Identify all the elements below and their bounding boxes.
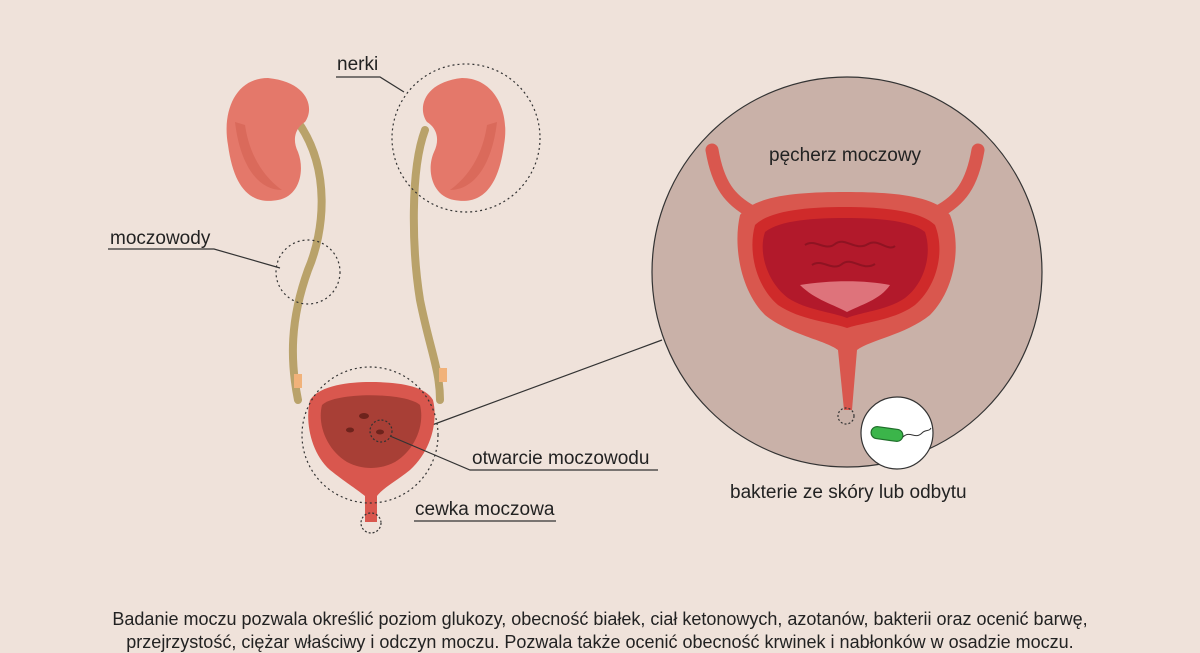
right-kidney bbox=[422, 78, 506, 201]
zoom-bladder-left-ureter bbox=[705, 143, 759, 219]
bacteria-label: bakterie ze skóry lub odbytu bbox=[730, 482, 967, 503]
opening-callout-circle bbox=[369, 419, 393, 443]
ureters-label: moczowody bbox=[110, 228, 211, 249]
zoom-bladder-folds bbox=[804, 240, 896, 268]
right-kidney-shadow bbox=[450, 122, 497, 190]
ureters-leader bbox=[108, 248, 281, 269]
kidneys-label: nerki bbox=[337, 54, 379, 75]
bladder-label: pęcherz moczowy bbox=[769, 145, 922, 166]
opening-leader bbox=[389, 435, 658, 471]
zoom-urethra-callout-circle bbox=[837, 407, 855, 425]
urethra-label: cewka moczowa bbox=[415, 499, 555, 520]
right-ureter-valve bbox=[439, 368, 447, 382]
bacteria-icon bbox=[870, 426, 904, 442]
ureter-opening-mid bbox=[346, 427, 354, 433]
ureter-opening-label: otwarcie moczowodu bbox=[472, 448, 650, 469]
left-kidney bbox=[226, 78, 310, 201]
zoom-bladder-urine bbox=[800, 281, 890, 312]
bladder-callout-circle bbox=[301, 366, 439, 504]
bacteria-flagellum bbox=[902, 427, 932, 438]
kidney-callout-circle bbox=[391, 63, 541, 213]
ureter-callout-circle bbox=[275, 239, 341, 305]
ureter-opening-left bbox=[359, 413, 369, 419]
left-ureter-valve bbox=[294, 374, 302, 388]
caption-line-2: przejrzystość, ciężar właściwy i odczyn … bbox=[126, 632, 1074, 652]
caption-line-1: Badanie moczu pozwala określić poziom gl… bbox=[112, 609, 1088, 629]
ureter-opening-right bbox=[376, 429, 384, 435]
left-kidney-shadow bbox=[235, 122, 282, 190]
zoom-bladder-interior bbox=[762, 218, 928, 318]
urethra-callout-circle bbox=[360, 512, 382, 534]
left-ureter bbox=[288, 121, 326, 404]
right-ureter bbox=[409, 126, 444, 404]
zoom-bladder-right-ureter bbox=[931, 143, 985, 219]
kidneys-leader bbox=[336, 76, 405, 93]
zoom-connector-line bbox=[431, 339, 663, 426]
bladder-inner bbox=[320, 395, 422, 468]
